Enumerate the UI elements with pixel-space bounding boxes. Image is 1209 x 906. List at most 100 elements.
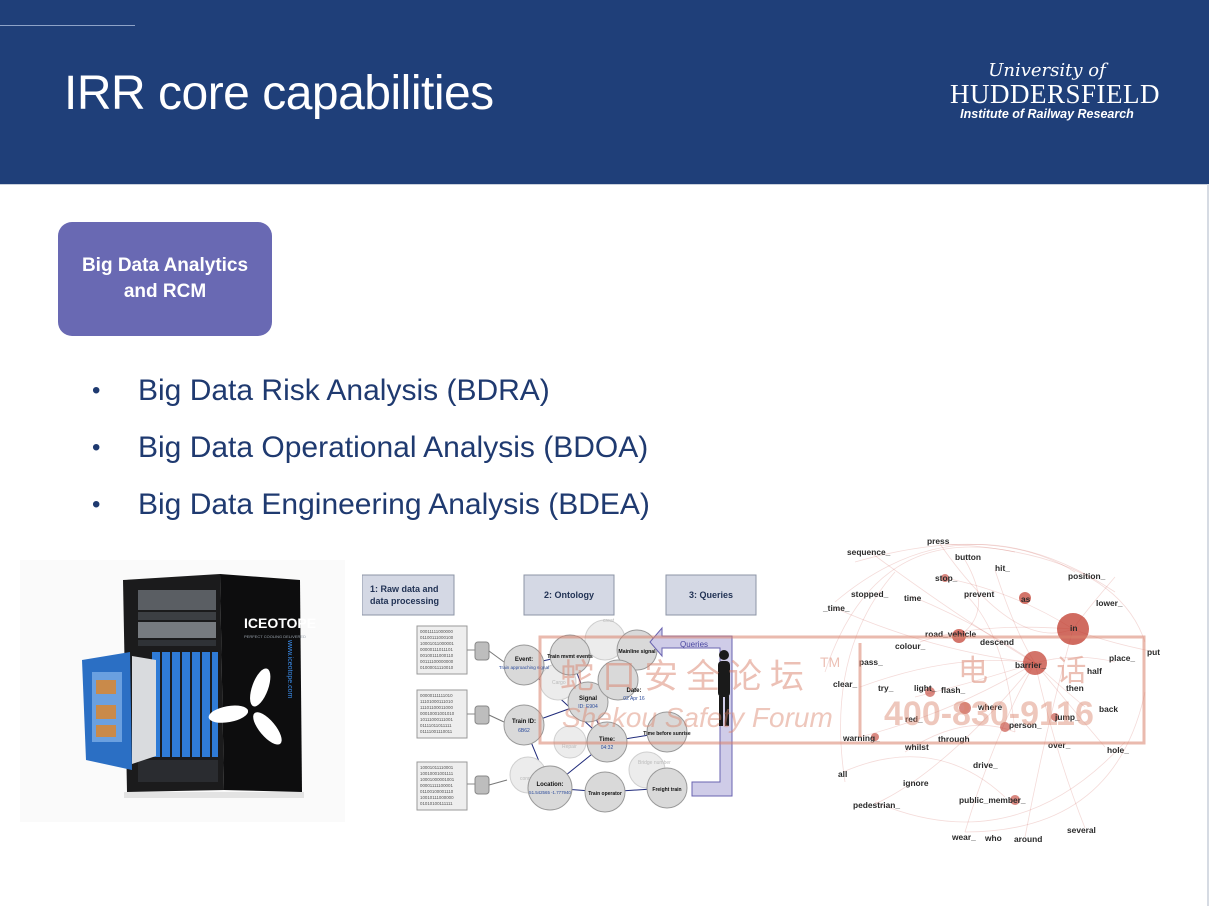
server-cabinet-image: ICEOTOPE PERFECT COOLING DELIVERED www.i…	[20, 560, 345, 822]
svg-text:10010001001111: 10010001001111	[420, 771, 454, 776]
node-date: Date: 02 Apr 16	[597, 659, 645, 702]
svg-text:Train approaching signal: Train approaching signal	[499, 665, 549, 670]
svg-text:00001111100001: 00001111100001	[420, 783, 453, 788]
svg-text:10010111000000: 10010111000000	[420, 795, 454, 800]
svg-text:04:32: 04:32	[601, 745, 614, 751]
svg-text:in: in	[1070, 623, 1077, 633]
word-network-graph: press sequence_ button hit_ position_ st…	[822, 536, 1160, 844]
bullet-text: Big Data Operational Analysis (BDOA)	[138, 430, 649, 464]
svg-text:01100111000100: 01100111000100	[420, 635, 454, 640]
node-location: Location: 51.542565 -1.777940	[527, 765, 573, 811]
svg-text:colour_: colour_	[895, 641, 926, 651]
svg-text:Train mvmt events: Train mvmt events	[547, 654, 593, 660]
svg-text:Date:: Date:	[626, 688, 641, 694]
list-item: • Big Data Engineering Analysis (BDEA)	[92, 476, 650, 533]
svg-text:10001011000001: 10001011000001	[420, 641, 454, 646]
bullet-marker: •	[92, 376, 101, 404]
svg-text:drive_: drive_	[973, 760, 998, 770]
watermark-phone: 400-830-9116	[884, 695, 1094, 733]
watermark-tm: TM	[820, 654, 840, 670]
svg-text:hit_: hit_	[995, 563, 1010, 573]
svg-text:place_: place_	[1109, 653, 1135, 663]
svg-text:data processing: data processing	[370, 596, 439, 606]
watermark-tel: 电 话	[958, 655, 1116, 688]
header-accent-line	[0, 25, 135, 26]
svg-text:Bridge number: Bridge number	[638, 760, 671, 766]
svg-text:00000111111010: 00000111111010	[420, 693, 453, 698]
svg-text:Signal: Signal	[579, 696, 597, 702]
node-train-operator: Train operator	[584, 771, 626, 813]
svg-text:Cargo: Cargo	[552, 680, 566, 686]
watermark-overlay: 蛇口安全论坛 TM Shekou Safety Forum 电 话 400-83…	[538, 635, 1146, 745]
svg-text:01000011110010: 01000011110010	[420, 665, 454, 670]
svg-text:Time:: Time:	[599, 737, 615, 743]
stage-box-ontology: 2: Ontology	[523, 574, 615, 616]
svg-text:jump_: jump_	[1054, 712, 1080, 722]
svg-text:pedestrian_: pedestrian_	[853, 800, 900, 810]
svg-text:press: press	[927, 536, 950, 546]
svg-text:light_: light_	[914, 683, 937, 693]
svg-text:pass_: pass_	[859, 657, 883, 667]
svg-text:flash_: flash_	[941, 685, 966, 695]
svg-text:public_member_: public_member_	[959, 795, 1026, 805]
svg-text:00100111000110: 00100111000110	[420, 653, 454, 658]
svg-text:whilst: whilst	[904, 742, 929, 752]
svg-text:over_: over_	[1048, 740, 1071, 750]
svg-text:prevent: prevent	[964, 589, 994, 599]
svg-text:person_: person_	[1009, 720, 1042, 730]
svg-text:01010100111111: 01010100111111	[420, 801, 453, 806]
svg-text:Location:: Location:	[537, 782, 564, 788]
svg-text:stopped_: stopped_	[851, 589, 889, 599]
svg-text:sequence_: sequence_	[847, 547, 891, 557]
slide-title: IRR core capabilities	[64, 67, 494, 120]
section-badge-label: Big Data Analytics and RCM	[81, 255, 249, 302]
svg-text:01100100001110: 01100100001110	[420, 789, 454, 794]
list-item: • Big Data Risk Analysis (BDRA)	[92, 362, 650, 419]
svg-text:warning_: warning_	[842, 733, 880, 743]
logo-line-2: HUDDERSFIELD	[950, 79, 1161, 109]
svg-text:Freight train: Freight train	[652, 787, 681, 793]
svg-text:ID: E904: ID: E904	[578, 704, 598, 710]
bullet-text: Big Data Risk Analysis (BDRA)	[138, 373, 550, 407]
network-labels: press sequence_ button hit_ position_ st…	[822, 536, 1160, 844]
svg-text:00010001001010: 00010001001010	[420, 711, 455, 716]
svg-text:1: Raw data and: 1: Raw data and	[370, 584, 439, 594]
binary-block-1: 00011111000000 01100111000100 1000101100…	[416, 625, 468, 675]
svg-text:ignore: ignore	[903, 778, 929, 788]
node-train-id: Train ID: 6B62	[503, 704, 545, 746]
svg-text:road_vehicle: road_vehicle	[925, 629, 977, 639]
svg-text:half: half	[1087, 666, 1102, 676]
brand-label: ICEOTOPE	[244, 615, 316, 631]
svg-text:barrier_: barrier_	[1015, 660, 1047, 670]
bullet-marker: •	[92, 490, 101, 518]
university-logo: University of HUDDERSFIELD Institute of …	[950, 60, 1161, 121]
svg-text:00011111000000: 00011111000000	[420, 629, 453, 634]
svg-text:Train operator: Train operator	[588, 791, 622, 797]
svg-text:clear_: clear_	[833, 679, 858, 689]
svg-text:time: time	[904, 593, 922, 603]
svg-text:Train ID:: Train ID:	[512, 719, 536, 725]
node-event: Event: Train approaching signal	[499, 644, 549, 686]
brand-url: www.iceotope.com	[286, 639, 293, 699]
binary-block-3: 10001011110001 10010001001111 1000100000…	[416, 761, 468, 811]
svg-text:creat: creat	[603, 618, 615, 624]
bullet-text: Big Data Engineering Analysis (BDEA)	[138, 487, 650, 521]
svg-text:descend: descend	[980, 637, 1014, 647]
svg-text:_time_: _time_	[822, 603, 850, 613]
svg-text:10001011110001: 10001011110001	[420, 765, 454, 770]
svg-text:red_: red_	[905, 714, 923, 724]
binary-block-2: 00000111111010 11101000111010 1110110001…	[416, 689, 468, 739]
svg-text:stop_: stop_	[935, 573, 958, 583]
svg-text:51.542565 -1.777940: 51.542565 -1.777940	[529, 790, 571, 795]
fan-logo-icon	[208, 668, 282, 745]
bullet-marker: •	[92, 433, 101, 461]
svg-text:all: all	[838, 769, 847, 779]
list-item: • Big Data Operational Analysis (BDOA)	[92, 419, 650, 476]
svg-text:Event:: Event:	[515, 657, 533, 663]
svg-text:back: back	[1099, 704, 1118, 714]
svg-text:connect: connect	[520, 776, 538, 782]
cabinet-door	[132, 656, 156, 764]
svg-text:button: button	[955, 552, 981, 562]
logo-line-1: University of	[988, 60, 1106, 81]
svg-text:02 Apr 16: 02 Apr 16	[623, 696, 645, 702]
